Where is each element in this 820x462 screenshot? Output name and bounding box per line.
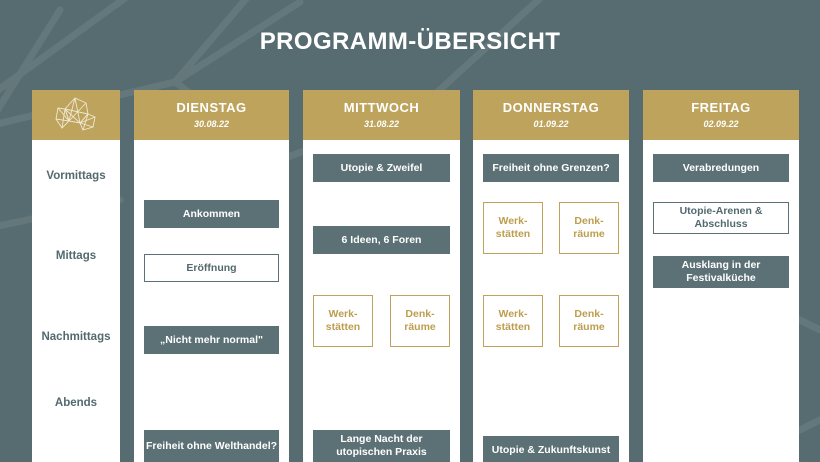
session-chip[interactable]: Denk-räume <box>390 295 450 347</box>
session-chip[interactable]: Denk-räume <box>559 202 619 254</box>
logo-header <box>32 90 120 140</box>
day-name: FREITAG <box>691 100 751 116</box>
day-column-mittwoch: MITTWOCH 31.08.22 Utopie & Zweifel 6 Idee… <box>303 90 460 462</box>
network-polyhedron-logo-icon <box>55 97 96 131</box>
day-name: DONNERSTAG <box>502 100 600 116</box>
day-date: 30.08.22 <box>193 118 230 129</box>
session-chip[interactable]: Ausklang in der Festivalküche <box>653 256 789 288</box>
session-chip[interactable]: Freiheit ohne Welthandel? <box>144 430 279 462</box>
day-column-donnerstag: DONNERSTAG 01.09.22 Freiheit ohne Grenze… <box>473 90 629 462</box>
session-chip[interactable]: Utopie & Zweifel <box>313 154 450 182</box>
session-chip[interactable]: Denk-räume <box>559 295 619 347</box>
session-chip[interactable]: Ankommen <box>144 200 279 228</box>
session-chip[interactable]: Verabredungen <box>653 154 789 182</box>
day-date: 31.08.22 <box>363 118 400 129</box>
day-header-mittwoch: MITTWOCH 31.08.22 <box>303 90 460 140</box>
row-label-mittags: Mittags <box>55 250 97 262</box>
session-chip[interactable]: Utopie & Zukunftskunst <box>483 436 619 462</box>
session-chip[interactable]: „Nicht mehr normal" <box>144 326 279 354</box>
session-chip[interactable]: Werk-stätten <box>313 295 373 347</box>
row-label-vormittags: Vormittags <box>46 170 106 182</box>
day-header-freitag: FREITAG 02.09.22 <box>643 90 799 140</box>
session-chip[interactable]: Werk-stätten <box>483 295 543 347</box>
day-date: 02.09.22 <box>703 118 739 129</box>
day-date: 01.09.22 <box>533 118 569 129</box>
session-chip[interactable]: Freiheit ohne Grenzen? <box>483 154 619 182</box>
day-header-donnerstag: DONNERSTAG 01.09.22 <box>473 90 629 140</box>
day-name: DIENSTAG <box>176 100 247 116</box>
session-chip[interactable]: Lange Nacht der utopischen Praxis <box>313 430 450 462</box>
row-label-nachmittags: Nachmittags <box>41 331 111 343</box>
session-chip[interactable]: Werk-stätten <box>483 202 543 254</box>
session-chip[interactable]: Utopie-Arenen & Abschluss <box>653 202 789 234</box>
row-label-abends: Abends <box>54 397 98 409</box>
session-chip[interactable]: 6 Ideen, 6 Foren <box>313 226 450 254</box>
day-name: MITTWOCH <box>343 100 420 116</box>
page-title: PROGRAMM-ÜBERSICHT <box>259 28 561 55</box>
day-header-dienstag: DIENSTAG 30.08.22 <box>134 90 289 140</box>
session-chip[interactable]: Eröffnung <box>144 254 279 282</box>
